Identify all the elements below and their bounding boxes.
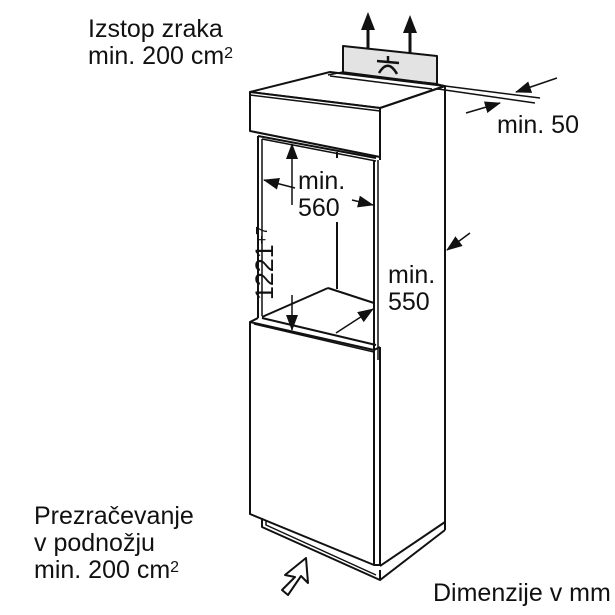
hollow-arrow-icon	[281, 557, 309, 596]
fan-vent-icon	[376, 56, 400, 75]
air-outlet-label: Izstop zraka min. 200 cm2	[88, 16, 233, 70]
niche-width-dimension: min. 560	[298, 167, 346, 222]
plinth-ventilation-label: Prezračevanje v podnožju min. 200 cm2	[34, 502, 194, 584]
units-note: Dimenzije v mm	[433, 579, 611, 607]
arrow-up-icon	[361, 12, 417, 53]
niche-depth-dimension: min. 550	[388, 261, 436, 316]
top-gap-dimension: min. 50	[497, 111, 579, 139]
air-outlet-title: Izstop zraka	[88, 15, 223, 43]
niche-height-dimension: 1221+7	[251, 226, 279, 300]
air-outlet-area: min. 200 cm2	[88, 42, 234, 70]
